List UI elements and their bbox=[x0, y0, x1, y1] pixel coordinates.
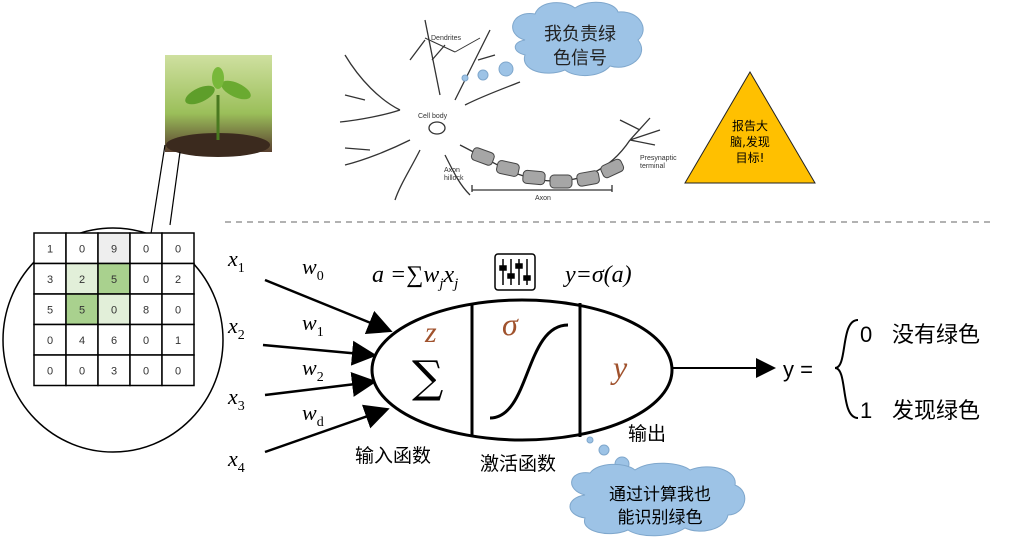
weight-w1: w1 bbox=[302, 310, 324, 340]
grid-cell-value: 0 bbox=[143, 243, 149, 255]
grid-cell-value: 8 bbox=[143, 304, 149, 316]
weight-w2: w2 bbox=[302, 355, 324, 385]
grid-cell-value: 1 bbox=[175, 335, 181, 347]
input-x1: x1 bbox=[227, 246, 245, 276]
cell-body-label: Cell body bbox=[418, 113, 448, 120]
warning-text: 脑,发现 bbox=[730, 134, 770, 149]
grid-cell-value: 0 bbox=[175, 365, 181, 377]
formula-y: y=σ(a) bbox=[563, 262, 632, 288]
grid-cell-value: 0 bbox=[175, 304, 181, 316]
cloud-bottom-text: 能识别绿色 bbox=[618, 508, 703, 528]
grid-cell-value: 9 bbox=[111, 243, 117, 255]
grid-cell-value: 0 bbox=[47, 335, 53, 347]
grid-cell-value: 2 bbox=[175, 274, 181, 286]
formula-a: a =∑wjxj bbox=[372, 262, 458, 292]
grid-cell bbox=[129, 354, 163, 387]
weight-wd: wd bbox=[302, 400, 324, 430]
sigmoid-curve-icon bbox=[489, 323, 569, 420]
brace bbox=[834, 319, 859, 419]
grid-cell-value: 6 bbox=[111, 335, 117, 347]
input-x4: x4 bbox=[227, 446, 245, 476]
cloud-top-text: 我负责绿 bbox=[544, 24, 616, 45]
input-function-label: 输入函数 bbox=[355, 445, 431, 467]
axon-hillock-label: hillock bbox=[444, 175, 464, 182]
axon-hillock-label: Axon bbox=[444, 167, 460, 174]
grid-cell-value: 0 bbox=[143, 335, 149, 347]
grid-cell-value: 0 bbox=[79, 243, 85, 255]
z-label: z bbox=[424, 316, 437, 349]
callout-line bbox=[149, 144, 166, 241]
myelin-sheaths bbox=[470, 147, 625, 189]
grid-cell bbox=[65, 293, 99, 326]
grid-cell-value: 4 bbox=[79, 335, 85, 347]
grid-cell bbox=[161, 354, 195, 387]
input-x2: x2 bbox=[227, 313, 245, 343]
grid-cell bbox=[129, 262, 163, 295]
plant-seedling-photo bbox=[165, 55, 272, 157]
warning-text: 报告大 bbox=[732, 118, 768, 133]
grid-cell-value: 1 bbox=[47, 243, 53, 255]
grid-cell bbox=[97, 293, 131, 326]
presynaptic-label: Presynaptic bbox=[640, 155, 677, 162]
grid-cell-value: 3 bbox=[111, 365, 117, 377]
callout-line bbox=[169, 151, 181, 226]
input-x3: x3 bbox=[227, 384, 245, 414]
pixel-grid: 1 0 9 0 0 3 2 5 0 2 5 5 0 8 0 0 4 6 0 1 0 0 3 0 0 bbox=[33, 232, 195, 387]
y-label: y bbox=[610, 349, 628, 385]
case-1-text: 发现绿色 bbox=[892, 399, 980, 424]
sigma-label: σ bbox=[502, 306, 519, 342]
grid-cell-value: 0 bbox=[47, 365, 53, 377]
warning-text: 目标! bbox=[736, 151, 765, 165]
grid-cell bbox=[65, 262, 99, 295]
grid-cell bbox=[33, 323, 67, 356]
cloud-bottom-text: 通过计算我也 bbox=[609, 485, 711, 505]
grid-cell-value: 0 bbox=[79, 365, 85, 377]
biological-neuron-illustration bbox=[339, 19, 661, 201]
cloud-top-text: 色信号 bbox=[553, 48, 607, 69]
grid-cell bbox=[33, 354, 67, 387]
case-0-text: 没有绿色 bbox=[892, 323, 980, 348]
output-label: 输出 bbox=[628, 423, 666, 445]
case-0-value: 0 bbox=[860, 322, 872, 347]
grid-cell-value: 2 bbox=[79, 274, 85, 286]
input-arrows bbox=[262, 278, 393, 454]
warning-triangle bbox=[684, 71, 816, 184]
grid-cell-value: 3 bbox=[47, 274, 53, 286]
weight-w0: w0 bbox=[302, 254, 324, 284]
thought-cloud-bottom bbox=[569, 436, 746, 537]
thought-cloud-top bbox=[461, 1, 644, 82]
dendrites-label: Dendrites bbox=[431, 35, 461, 42]
grid-cell-value: 5 bbox=[79, 304, 85, 316]
sliders-icon bbox=[494, 253, 536, 291]
grid-cell-value: 0 bbox=[143, 365, 149, 377]
grid-cell bbox=[161, 232, 195, 265]
artificial-neuron bbox=[370, 298, 674, 442]
axon-label: Axon bbox=[535, 195, 551, 202]
grid-cell-value: 0 bbox=[111, 304, 117, 316]
y-equals: y = bbox=[783, 357, 813, 382]
grid-cell-value: 5 bbox=[111, 274, 117, 286]
sum-symbol: ∑ bbox=[412, 352, 443, 403]
activation-function-label: 激活函数 bbox=[480, 453, 556, 475]
grid-cell-value: 5 bbox=[47, 304, 53, 316]
grid-cell-value: 0 bbox=[143, 274, 149, 286]
grid-cell bbox=[161, 262, 195, 295]
presynaptic-label: terminal bbox=[640, 163, 665, 170]
grid-cell-value: 0 bbox=[175, 243, 181, 255]
case-1-value: 1 bbox=[860, 398, 872, 423]
